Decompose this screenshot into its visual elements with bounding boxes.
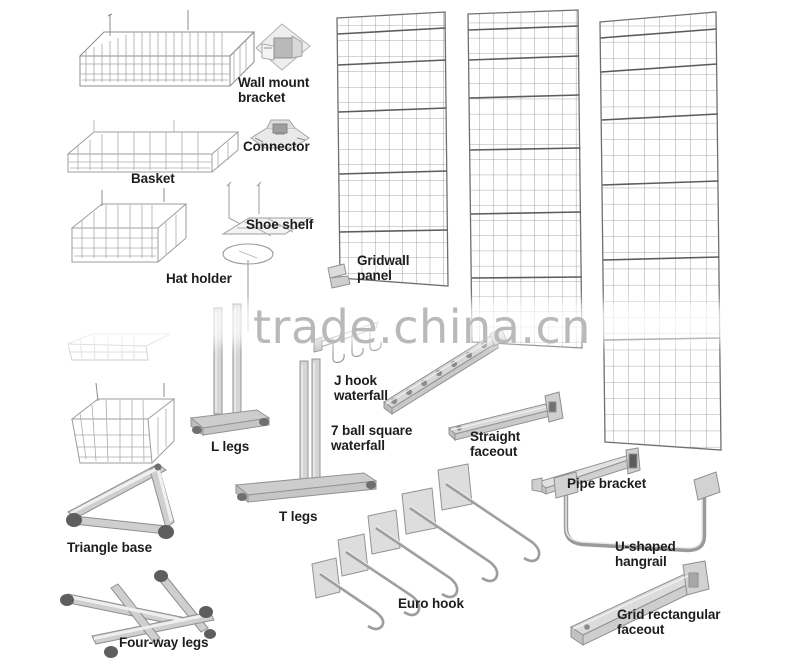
product-image-basket-wide [58, 10, 258, 102]
label-four-way-legs: Four-way legs [119, 635, 209, 650]
label-basket: Basket [131, 171, 175, 186]
label-euro-hook: Euro hook [398, 596, 464, 611]
label-gridwall-panel: Gridwall panel [357, 253, 410, 283]
product-image-straight-faceout [445, 390, 570, 450]
label-l-legs: L legs [211, 439, 250, 454]
label-u-shaped-hangrail: U-shaped hangrail [615, 539, 676, 569]
label-pipe-bracket: Pipe bracket [567, 476, 647, 491]
product-image-basket-deep [64, 382, 184, 480]
product-image-gridwall-panel-3 [598, 10, 723, 460]
watermark-haze [60, 302, 760, 344]
label-wall-mount-bracket: Wall mount bracket [238, 75, 310, 105]
product-image-wall-mount-bracket [248, 20, 316, 78]
product-image-euro-hook [310, 463, 570, 631]
label-hat-holder: Hat holder [166, 271, 232, 286]
product-image-gridwall-panel-2 [466, 8, 586, 356]
product-image-grid-rect-faceout [565, 560, 715, 650]
label-j-hook-waterfall: J hook waterfall [334, 373, 388, 403]
product-image-basket-square [62, 188, 197, 282]
label-t-legs: T legs [279, 509, 318, 524]
label-straight-faceout: Straight faceout [470, 429, 521, 459]
label-grid-rectangular-faceout: Grid rectangular faceout [617, 607, 721, 637]
watermark-text: trade.china.cn [253, 300, 591, 354]
label-triangle-base: Triangle base [67, 540, 152, 555]
product-image-connector [245, 118, 315, 154]
label-shoe-shelf: Shoe shelf [246, 217, 314, 232]
product-image-t-legs [232, 355, 382, 510]
product-image-u-shaped-hangrail [548, 470, 733, 575]
product-image-basket-shallow [58, 118, 248, 190]
label-connector: Connector [243, 139, 310, 154]
product-image-shoe-shelf [215, 178, 320, 250]
label-seven-ball-square-waterfall: 7 ball square waterfall [331, 423, 413, 453]
product-image-four-way-legs [58, 562, 228, 667]
product-image-triangle-base [62, 456, 197, 556]
product-image-gridwall-panel-1 [335, 10, 455, 292]
